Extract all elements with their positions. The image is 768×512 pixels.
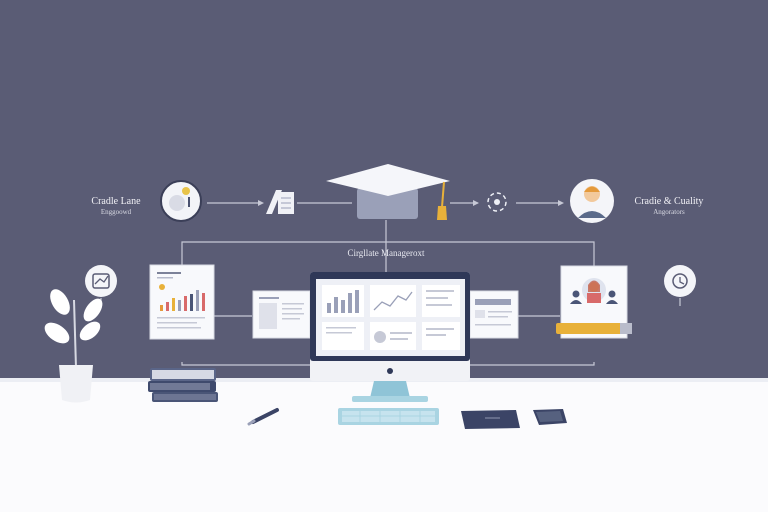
right-node-label: Cradie & Cuality Angorators — [632, 196, 706, 218]
avatar-icon — [570, 179, 614, 223]
left-node-title: Cradle Lane — [91, 196, 141, 207]
keyboard — [338, 408, 439, 425]
document-card-right — [469, 290, 519, 339]
right-node-subtitle: Angorators — [653, 208, 685, 216]
notebook-icon — [461, 410, 520, 429]
pen-icon — [247, 408, 279, 426]
cycle-icon — [487, 192, 507, 212]
document-card-left — [252, 290, 311, 339]
center-label: Cirgllate Manageroxt — [318, 248, 454, 259]
chart-icon — [85, 265, 117, 297]
plant-icon — [44, 289, 103, 403]
monitor — [310, 272, 470, 402]
books-icon — [148, 368, 218, 402]
center-title: Cirgllate Manageroxt — [347, 248, 425, 258]
document-icon — [266, 190, 294, 214]
graduation-cap-icon — [326, 164, 450, 220]
left-node-subtitle: Enggoowd — [100, 208, 132, 216]
right-node-title: Cradie & Cuality — [634, 196, 704, 207]
clock-icon — [664, 265, 696, 297]
apple-icon — [160, 180, 202, 222]
report-card — [149, 264, 215, 340]
left-node-label: Cradle Lane Enggoowd — [88, 196, 144, 218]
arrow-heads — [258, 200, 564, 206]
phone-icon — [533, 409, 567, 425]
profile-card — [556, 265, 632, 339]
